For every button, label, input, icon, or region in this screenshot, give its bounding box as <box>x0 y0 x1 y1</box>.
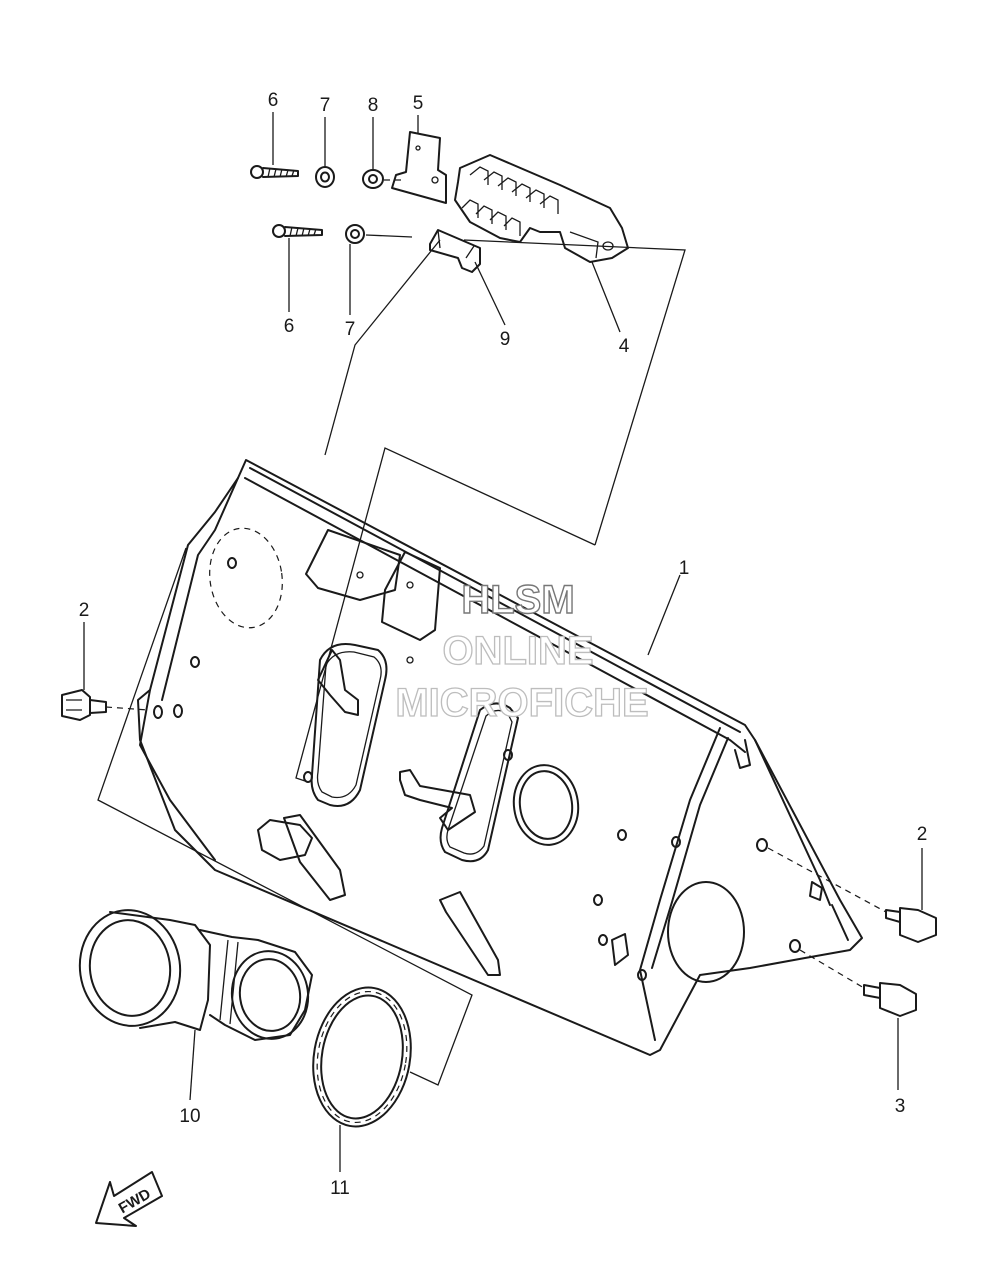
callout-11: 11 <box>330 1178 350 1199</box>
callout-7-upper: 7 <box>320 95 331 116</box>
screw-upper <box>250 165 299 179</box>
callout-6-upper: 6 <box>268 90 279 111</box>
regulator-4 <box>454 154 629 263</box>
callout-2-right: 2 <box>917 824 928 845</box>
watermark-line-1: HLSM <box>461 578 574 622</box>
intake-boot-10 <box>78 909 313 1041</box>
washer-8 <box>362 169 384 189</box>
callout-4: 4 <box>619 336 630 357</box>
callout-6-lower: 6 <box>284 316 295 337</box>
callout-2-left: 2 <box>79 600 90 621</box>
callout-1: 1 <box>679 558 690 579</box>
callout-5: 5 <box>413 93 424 114</box>
clamp-9 <box>429 229 481 273</box>
callout-10: 10 <box>179 1106 200 1127</box>
callout-3: 3 <box>895 1096 906 1117</box>
callout-9: 9 <box>500 329 511 350</box>
forward-arrow-icon: FWD <box>95 1171 163 1227</box>
washer-upper <box>315 166 335 188</box>
callout-8: 8 <box>368 95 379 116</box>
bolt-2-right <box>885 907 937 943</box>
bracket-5 <box>391 131 447 204</box>
bolt-2-left <box>61 689 107 721</box>
callouts: 6 7 8 5 6 7 9 4 1 2 2 3 10 11 <box>79 90 928 1199</box>
screw-lower <box>272 224 323 238</box>
washer-lower <box>345 224 365 244</box>
bolt-3 <box>863 982 917 1017</box>
watermark-line-3: MICROFICHE <box>395 681 648 725</box>
main-bracket-1 <box>137 459 863 1056</box>
callout-7-lower: 7 <box>345 319 356 340</box>
watermark-line-2: ONLINE <box>442 629 593 673</box>
leader-lines <box>83 112 923 1172</box>
hose-clamp-11 <box>312 986 412 1128</box>
watermark: HLSM ONLINE MICROFICHE <box>395 577 650 725</box>
assembly-lines <box>97 239 686 1086</box>
